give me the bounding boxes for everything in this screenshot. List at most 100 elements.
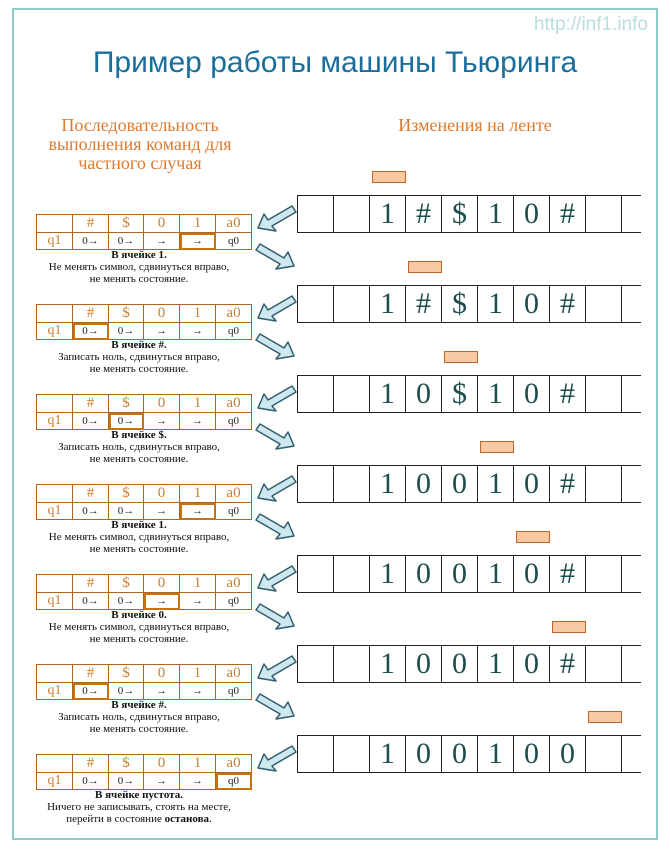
tape-cell: $ [441, 196, 477, 232]
tape-cell: 0 [513, 376, 549, 412]
command-cell[interactable]: → [143, 772, 180, 790]
command-cell[interactable]: → [179, 682, 216, 700]
step-description: В ячейке 1.Не менять символ, сдвинуться … [20, 249, 258, 285]
tape-head-marker [515, 531, 550, 543]
site-url[interactable]: http://inf1.info [533, 14, 648, 35]
command-cell[interactable]: → [179, 412, 216, 430]
tape-cell [297, 466, 333, 502]
command-cell[interactable]: → [143, 412, 180, 430]
tape-cell: 0 [441, 646, 477, 682]
command-cell[interactable]: q0 [215, 772, 252, 790]
command-cell[interactable]: q0 [215, 682, 252, 700]
command-cell[interactable]: 0→ [108, 682, 144, 700]
state-label: q1 [36, 412, 73, 430]
symbol-header: 0 [143, 394, 180, 413]
command-cell[interactable]: 0→ [108, 772, 144, 790]
tape-cell [585, 196, 621, 232]
command-cell[interactable]: 0→ [72, 232, 109, 250]
tape-cell [297, 196, 333, 232]
command-cell[interactable]: q0 [215, 592, 252, 610]
description-line: перейти в состояние останова. [20, 813, 258, 825]
command-cell[interactable]: → [179, 772, 216, 790]
description-title: В ячейке 1. [111, 519, 167, 531]
command-cell[interactable]: → [179, 592, 216, 610]
tape-cell [585, 556, 621, 592]
description-line: Не менять символ, сдвинуться вправо, [20, 621, 258, 633]
tape-cell [333, 196, 369, 232]
diagonal-arrow-icon [255, 243, 295, 270]
corner-cell [36, 664, 73, 683]
state-label: q1 [36, 592, 73, 610]
command-cell[interactable]: 0→ [72, 322, 109, 340]
command-cell[interactable]: 0→ [72, 682, 109, 700]
command-cell[interactable]: → [143, 322, 180, 340]
state-label: q1 [36, 772, 73, 790]
description-text: Не менять символ, сдвинуться вправо, [48, 531, 230, 543]
description-line: Ничего не записывать, стоять на месте, [20, 801, 258, 813]
tape-cell: 1 [477, 286, 513, 322]
description-bold: останова [164, 813, 210, 825]
tape-cell: # [549, 556, 585, 592]
tape-cell: 0 [513, 556, 549, 592]
command-cell[interactable]: → [143, 232, 180, 250]
left-header-line: частного случая [78, 153, 202, 173]
corner-cell [36, 214, 73, 233]
right-header: Изменения на ленте [398, 115, 552, 135]
tape-cell: 0 [441, 736, 477, 772]
step-description: В ячейке 0.Не менять символ, сдвинуться … [20, 609, 258, 645]
tape-cell: # [549, 376, 585, 412]
diagonal-arrow-icon [255, 693, 295, 720]
command-cell[interactable]: → [179, 322, 216, 340]
command-cell[interactable]: 0→ [72, 502, 109, 520]
command-cell[interactable]: 0→ [108, 592, 144, 610]
state-label: q1 [36, 682, 73, 700]
diagonal-arrow-icon [257, 295, 297, 322]
symbol-header: 0 [143, 214, 180, 233]
tape-cell: # [549, 196, 585, 232]
description-line: не менять состояние. [20, 543, 258, 555]
diagonal-arrow-icon [257, 655, 297, 682]
step-description: В ячейке $.Записать ноль, сдвинуться впр… [20, 429, 258, 465]
symbol-header: $ [108, 754, 144, 773]
symbol-header: 0 [143, 754, 180, 773]
command-cell[interactable]: 0→ [108, 502, 144, 520]
command-cell[interactable]: 0→ [72, 592, 109, 610]
tape-cell: 0 [441, 466, 477, 502]
tape-cell [621, 556, 641, 592]
command-cell[interactable]: → [143, 682, 180, 700]
command-cell[interactable]: → [143, 502, 180, 520]
command-cell[interactable]: 0→ [108, 322, 144, 340]
tape-cell [585, 646, 621, 682]
tape-cell: 1 [477, 556, 513, 592]
state-label: q1 [36, 322, 73, 340]
command-cell[interactable]: q0 [215, 412, 252, 430]
command-cell[interactable]: q0 [215, 232, 252, 250]
command-cell[interactable]: 0→ [108, 232, 144, 250]
command-cell[interactable]: → [179, 502, 216, 520]
command-cell[interactable]: q0 [215, 322, 252, 340]
command-cell[interactable]: → [143, 592, 180, 610]
command-cell[interactable]: 0→ [72, 412, 109, 430]
corner-cell [36, 574, 73, 593]
command-cell[interactable]: q0 [215, 502, 252, 520]
command-cell[interactable]: → [179, 232, 216, 250]
symbol-header: a0 [215, 394, 252, 413]
tape-cell: 1 [369, 736, 405, 772]
symbol-header: # [72, 484, 109, 503]
tape-head-marker [443, 351, 478, 363]
symbol-header: $ [108, 484, 144, 503]
tape-cell [621, 196, 641, 232]
tape-cell: # [405, 286, 441, 322]
symbol-header: a0 [215, 754, 252, 773]
description-text: Не менять символ, сдвинуться вправо, [48, 261, 230, 273]
symbol-header: # [72, 394, 109, 413]
tape-head-marker [479, 441, 514, 453]
command-cell[interactable]: 0→ [72, 772, 109, 790]
command-cell[interactable]: 0→ [108, 412, 144, 430]
